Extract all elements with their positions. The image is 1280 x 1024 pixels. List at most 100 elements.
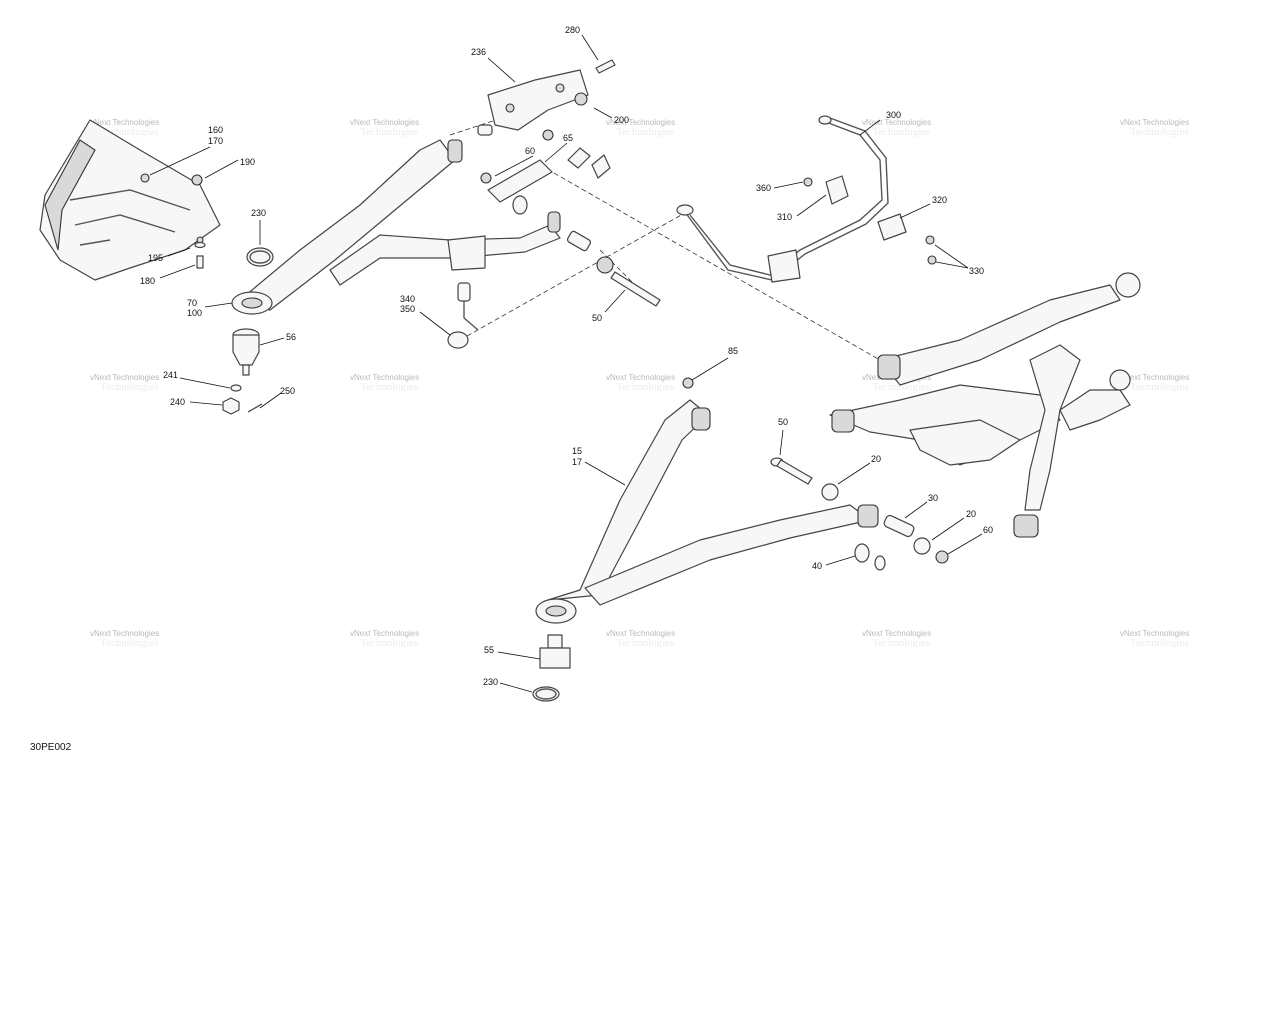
callout-240: 240 — [170, 397, 185, 407]
callout-236: 236 — [471, 47, 486, 57]
watermark-text: vNext Technologies — [90, 629, 159, 638]
watermark-bg: Technologies — [360, 381, 419, 393]
callout-180: 180 — [140, 276, 155, 286]
callout-100: 100 — [187, 308, 202, 318]
bushings-65 — [567, 147, 611, 179]
leader-lines — [149, 34, 983, 693]
watermark-bg: Technologies — [100, 637, 159, 649]
watermark-bg: Technologies — [872, 126, 931, 138]
watermark-bg: Technologies — [1130, 381, 1189, 393]
circlip-230-bottom — [532, 686, 560, 702]
bolt-50-top — [566, 230, 661, 307]
ball-joint-56 — [232, 328, 260, 376]
callout-330: 330 — [969, 266, 984, 276]
callout-160: 160 — [208, 125, 223, 135]
cotter-pin-250 — [247, 403, 263, 413]
watermark-bg: Technologies — [360, 126, 419, 138]
bushing-20a — [821, 483, 839, 501]
watermark-text: vNext Technologies — [1120, 629, 1189, 638]
washer-40 — [854, 543, 886, 571]
callout-50-top: 50 — [592, 313, 602, 323]
watermark-text: vNext Technologies — [606, 629, 675, 638]
fastener-190 — [191, 174, 203, 186]
watermark-text: vNext Technologies — [606, 118, 675, 127]
callout-360: 360 — [756, 183, 771, 193]
sleeve-30 — [883, 514, 915, 538]
skid-plate — [39, 119, 221, 281]
callouts: 280 236 200 65 60 160 170 190 230 195 18… — [140, 25, 993, 687]
callout-60-lower: 60 — [983, 525, 993, 535]
callout-310: 310 — [777, 212, 792, 222]
callout-30: 30 — [928, 493, 938, 503]
callout-15: 15 — [572, 446, 582, 456]
watermark-text: vNext Technologies — [862, 629, 931, 638]
watermark-bg: Technologies — [872, 381, 931, 393]
callout-230-top: 230 — [251, 208, 266, 218]
bracket-236 — [487, 69, 589, 131]
callout-70: 70 — [187, 298, 197, 308]
bracket-310 — [825, 175, 849, 205]
ball-joint-55 — [539, 634, 571, 669]
watermark-text: vNext Technologies — [90, 118, 159, 127]
watermark-bg: Technologies — [1130, 126, 1189, 138]
upper-a-arm-left — [231, 139, 561, 315]
callout-50-lower: 50 — [778, 417, 788, 427]
bolt-360 — [803, 177, 813, 187]
callout-280: 280 — [565, 25, 580, 35]
watermark-bg: Technologies — [1130, 637, 1189, 649]
sway-bar-clamp — [767, 249, 801, 283]
callout-241: 241 — [163, 370, 178, 380]
callout-40: 40 — [812, 561, 822, 571]
assembled-suspension — [829, 272, 1141, 538]
callout-250: 250 — [280, 386, 295, 396]
nut-85 — [682, 377, 694, 389]
lower-a-arm — [535, 399, 879, 624]
callout-20-b: 20 — [966, 509, 976, 519]
nut-200 — [574, 92, 588, 106]
callout-85: 85 — [728, 346, 738, 356]
bushing-20b — [913, 537, 931, 555]
nut-240 — [222, 397, 240, 415]
watermark-text: vNext Technologies — [1120, 373, 1189, 382]
bushing-320 — [877, 213, 907, 241]
watermark-bg: Technologies — [872, 637, 931, 649]
callout-56: 56 — [286, 332, 296, 342]
watermark-text: vNext Technologies — [90, 373, 159, 382]
watermark-bg: Technologies — [616, 637, 675, 649]
callout-55: 55 — [484, 645, 494, 655]
watermark-bg: Technologies — [360, 637, 419, 649]
callout-200: 200 — [614, 115, 629, 125]
callout-300: 300 — [886, 110, 901, 120]
assembly-dash-lines — [449, 111, 881, 361]
nuts-330 — [925, 235, 937, 265]
fastener-195-180 — [194, 241, 206, 269]
watermark-text: vNext Technologies — [606, 373, 675, 382]
sway-bar-300 — [676, 115, 889, 281]
callout-170: 170 — [208, 136, 223, 146]
callout-340: 340 — [400, 294, 415, 304]
plate-60 — [487, 159, 553, 203]
callout-350: 350 — [400, 304, 415, 314]
watermark-bg: Technologies — [616, 381, 675, 393]
callout-60-top: 60 — [525, 146, 535, 156]
nut-60 — [935, 550, 949, 564]
watermark-bg: Technologies — [100, 381, 159, 393]
callout-320: 320 — [932, 195, 947, 205]
callout-65: 65 — [563, 133, 573, 143]
circlip-230-top — [246, 247, 274, 267]
callout-230-bottom: 230 — [483, 677, 498, 687]
callout-195: 195 — [148, 253, 163, 263]
watermark-text: vNext Technologies — [350, 373, 419, 382]
watermark-text: vNext Technologies — [862, 118, 931, 127]
watermark-text: vNext Technologies — [1120, 118, 1189, 127]
callout-17: 17 — [572, 457, 582, 467]
bushing-small — [477, 124, 554, 215]
watermark-bg: Technologies — [616, 126, 675, 138]
sway-link-340 — [447, 282, 479, 349]
figure-code: 30PE002 — [30, 742, 72, 753]
watermark-text: vNext Technologies — [350, 629, 419, 638]
callout-190: 190 — [240, 157, 255, 167]
callout-20-a: 20 — [871, 454, 881, 464]
